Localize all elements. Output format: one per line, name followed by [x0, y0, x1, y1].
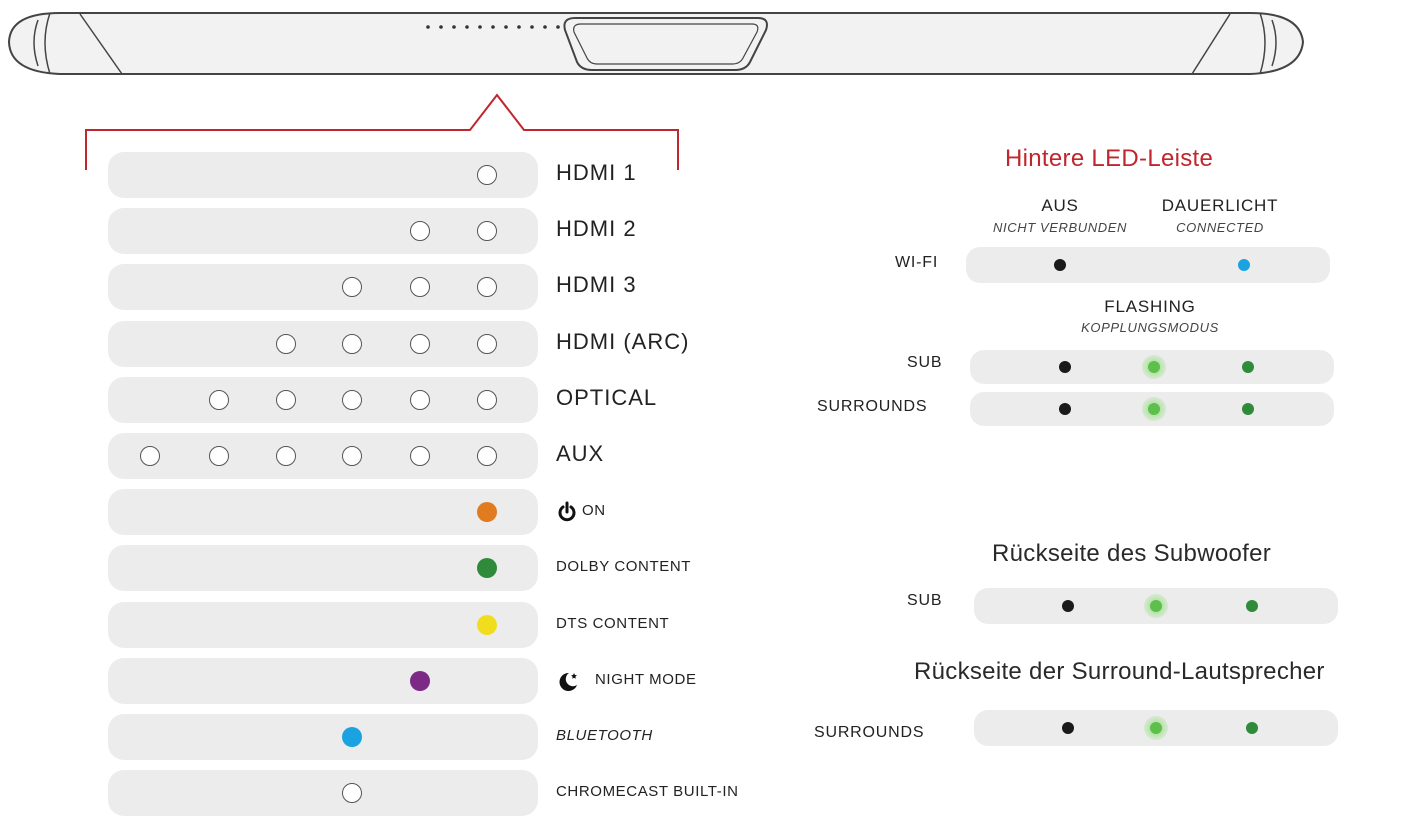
input-row-label: DOLBY CONTENT	[556, 558, 692, 575]
surround-off-led	[1062, 722, 1074, 734]
subwoofer-rear-title: Rückseite des Subwoofer	[992, 540, 1272, 567]
wifi-connected-led	[1238, 259, 1250, 271]
surround-rear-led-bar	[974, 710, 1338, 746]
led-off-indicator	[477, 221, 497, 241]
input-row-bar	[108, 321, 538, 367]
led-off-indicator	[342, 446, 362, 466]
led-lit-indicator	[342, 727, 362, 747]
led-off-indicator	[342, 334, 362, 354]
led-off-indicator	[140, 446, 160, 466]
led-off-indicator	[410, 221, 430, 241]
flashing-head: FLASHING	[1104, 297, 1196, 316]
surrounds-label: SURROUNDS	[817, 398, 928, 415]
led-off-indicator	[342, 783, 362, 803]
flashing-sub: KOPPLUNGSMODUS	[1081, 320, 1219, 335]
sub-label: SUB	[907, 354, 943, 371]
moon-icon	[556, 670, 580, 699]
sub-flashing-led	[1142, 355, 1166, 379]
wifi-led-bar	[966, 247, 1330, 283]
surround-flashing-led	[1144, 716, 1168, 740]
input-row-label: ON	[582, 502, 606, 519]
surrounds-off-led	[1059, 403, 1071, 415]
input-row-label: HDMI 3	[556, 272, 637, 297]
input-row-bar	[108, 152, 538, 198]
surrounds-connected-led	[1242, 403, 1254, 415]
led-off-indicator	[342, 390, 362, 410]
led-off-indicator	[477, 390, 497, 410]
led-off-indicator	[410, 390, 430, 410]
led-off-indicator	[410, 446, 430, 466]
input-row-bar	[108, 433, 538, 479]
led-off-indicator	[410, 334, 430, 354]
led-off-indicator	[209, 446, 229, 466]
sub-connected-led	[1242, 361, 1254, 373]
wifi-off-led	[1054, 259, 1066, 271]
sub-led-bar	[970, 350, 1334, 384]
led-off-indicator	[477, 165, 497, 185]
input-row-bar	[108, 377, 538, 423]
input-row-label: HDMI 2	[556, 216, 637, 241]
led-off-indicator	[477, 446, 497, 466]
col-off-sub: NICHT VERBUNDEN	[993, 220, 1127, 235]
input-row-bar	[108, 602, 538, 648]
subwoofer-connected-led	[1246, 600, 1258, 612]
surrounds-led-bar	[970, 392, 1334, 426]
surrounds-flashing-led	[1142, 397, 1166, 421]
input-row-label: CHROMECAST BUILT-IN	[556, 783, 739, 800]
led-lit-indicator	[410, 671, 430, 691]
subwoofer-rear-led-bar	[974, 588, 1338, 624]
led-lit-indicator	[477, 615, 497, 635]
input-row-label: HDMI (ARC)	[556, 329, 690, 354]
power-icon	[556, 501, 578, 528]
led-lit-indicator	[477, 558, 497, 578]
led-off-indicator	[276, 334, 296, 354]
input-row-bar	[108, 545, 538, 591]
led-off-indicator	[276, 390, 296, 410]
subwoofer-rear-label: SUB	[907, 592, 943, 609]
input-row-label: BLUETOOTH	[556, 727, 653, 744]
surround-rear-title: Rückseite der Surround-Lautsprecher	[914, 658, 1325, 685]
input-row-bar	[108, 714, 538, 760]
input-row-bar	[108, 264, 538, 310]
led-lit-indicator	[477, 502, 497, 522]
subwoofer-off-led	[1062, 600, 1074, 612]
sub-off-led	[1059, 361, 1071, 373]
rear-led-title: Hintere LED-Leiste	[1005, 145, 1214, 172]
input-row-label: DTS CONTENT	[556, 615, 670, 632]
input-row-label: OPTICAL	[556, 385, 658, 410]
led-off-indicator	[342, 277, 362, 297]
input-row-label: AUX	[556, 441, 605, 466]
col-solid-sub: CONNECTED	[1176, 220, 1264, 235]
wifi-label: WI-FI	[895, 254, 939, 271]
callout-bracket	[85, 93, 679, 170]
col-off-head: AUS	[1041, 196, 1079, 215]
led-off-indicator	[410, 277, 430, 297]
surround-connected-led	[1246, 722, 1258, 734]
input-row-bar	[108, 770, 538, 816]
surround-rear-label: SURROUNDS	[814, 724, 925, 741]
input-row-label: NIGHT MODE	[595, 671, 697, 688]
led-off-indicator	[477, 277, 497, 297]
input-row-bar	[108, 658, 538, 704]
led-off-indicator	[276, 446, 296, 466]
col-solid-head: DAUERLICHT	[1161, 196, 1279, 215]
led-off-indicator	[209, 390, 229, 410]
input-row-label: HDMI 1	[556, 160, 637, 185]
led-off-indicator	[477, 334, 497, 354]
subwoofer-flashing-led	[1144, 594, 1168, 618]
input-row-bar	[108, 208, 538, 254]
input-row-bar	[108, 489, 538, 535]
